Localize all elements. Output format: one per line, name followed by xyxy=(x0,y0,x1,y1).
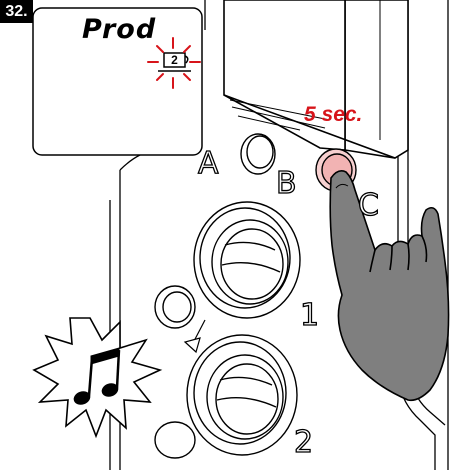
button-a-shape xyxy=(241,134,275,174)
beep-starburst xyxy=(34,318,160,436)
pointing-hand xyxy=(330,171,448,400)
knob-2-label: 2 xyxy=(294,425,313,460)
steam-arrow-icon xyxy=(185,320,205,352)
cup-number: 2 xyxy=(169,53,180,67)
knob-1-shape xyxy=(194,202,300,318)
step-number: 32. xyxy=(0,0,33,23)
button-b-label: B xyxy=(276,166,297,201)
knob-2-shape xyxy=(187,335,297,455)
display-text: Prod xyxy=(82,14,156,45)
display-housing xyxy=(224,0,408,158)
hold-duration-label: 5 sec. xyxy=(304,103,362,127)
button-c-label: C xyxy=(358,188,379,223)
knob-1-label: 1 xyxy=(300,298,319,333)
small-knob-shape xyxy=(155,286,195,328)
bottom-knob-shape xyxy=(155,422,195,458)
button-a-label: A xyxy=(198,146,219,181)
